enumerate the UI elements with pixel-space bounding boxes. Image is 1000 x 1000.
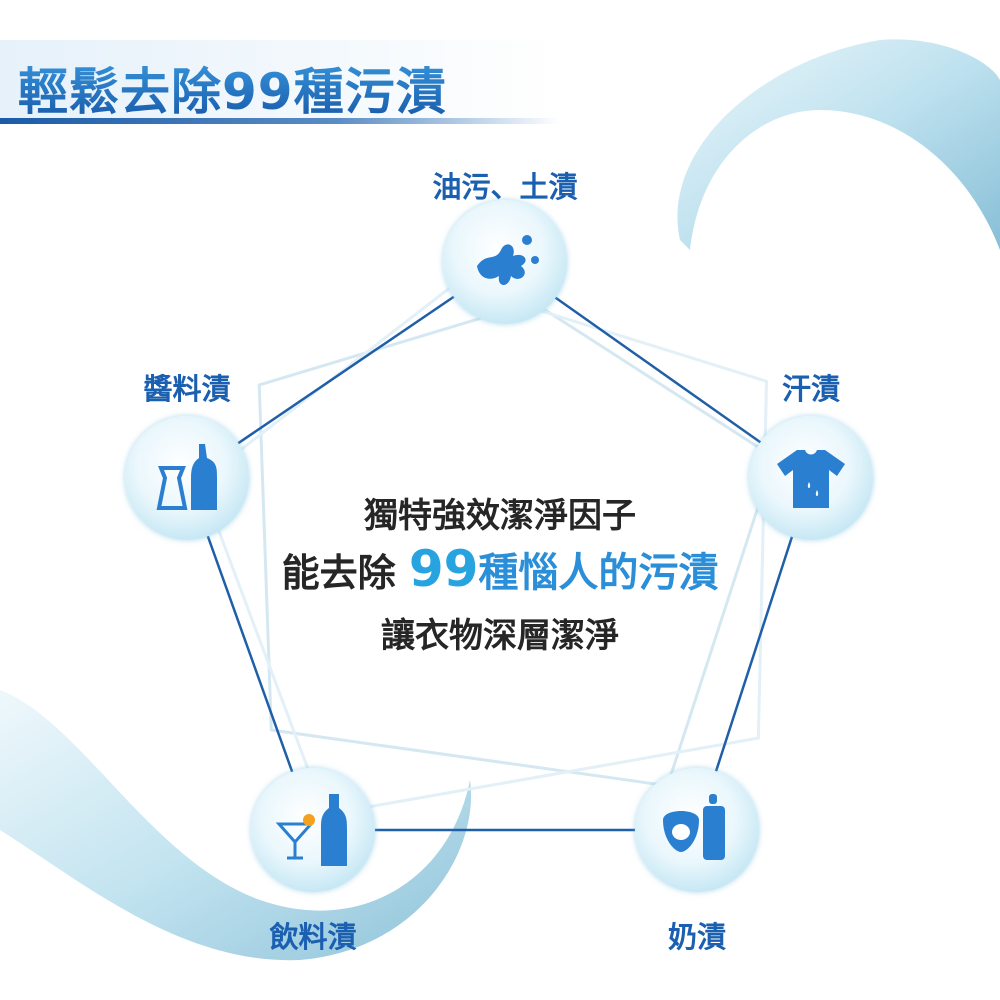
node-oil-soil	[443, 200, 567, 324]
tshirt-sweat-icon	[777, 450, 845, 508]
baby-bottle-bib-icon	[663, 794, 725, 860]
decorative-pentagon	[198, 282, 769, 817]
splash-icon	[477, 235, 539, 285]
water-splash-top-right	[677, 39, 1000, 251]
node-sauce	[125, 416, 249, 540]
node-label: 奶漬	[667, 920, 727, 954]
title-banner	[0, 40, 560, 124]
center-line-3: 讓衣物深層潔淨	[381, 616, 619, 656]
node-sweat	[749, 416, 873, 540]
node-label: 醬料漬	[143, 372, 231, 406]
node-milk	[635, 768, 759, 892]
center-line-2-prefix: 能去除	[281, 551, 409, 595]
center-line-2: 能去除 99種惱人的污漬	[0, 540, 1000, 598]
center-line-1: 獨特強效潔淨因子	[364, 496, 636, 536]
page-title: 輕鬆去除99種污漬	[18, 52, 447, 124]
node-drink	[251, 768, 375, 892]
node-label: 飲料漬	[269, 920, 357, 954]
node-label: 汗漬	[781, 372, 841, 406]
drink-bottle-icon	[275, 794, 347, 866]
decorative-pentagon	[257, 300, 776, 788]
sauce-bottles-icon	[156, 444, 217, 510]
center-number: 99	[408, 540, 479, 598]
node-label: 油污、土漬	[432, 170, 578, 204]
water-splash-bottom-left	[0, 690, 472, 961]
center-highlight: 種惱人的污漬	[478, 550, 719, 596]
